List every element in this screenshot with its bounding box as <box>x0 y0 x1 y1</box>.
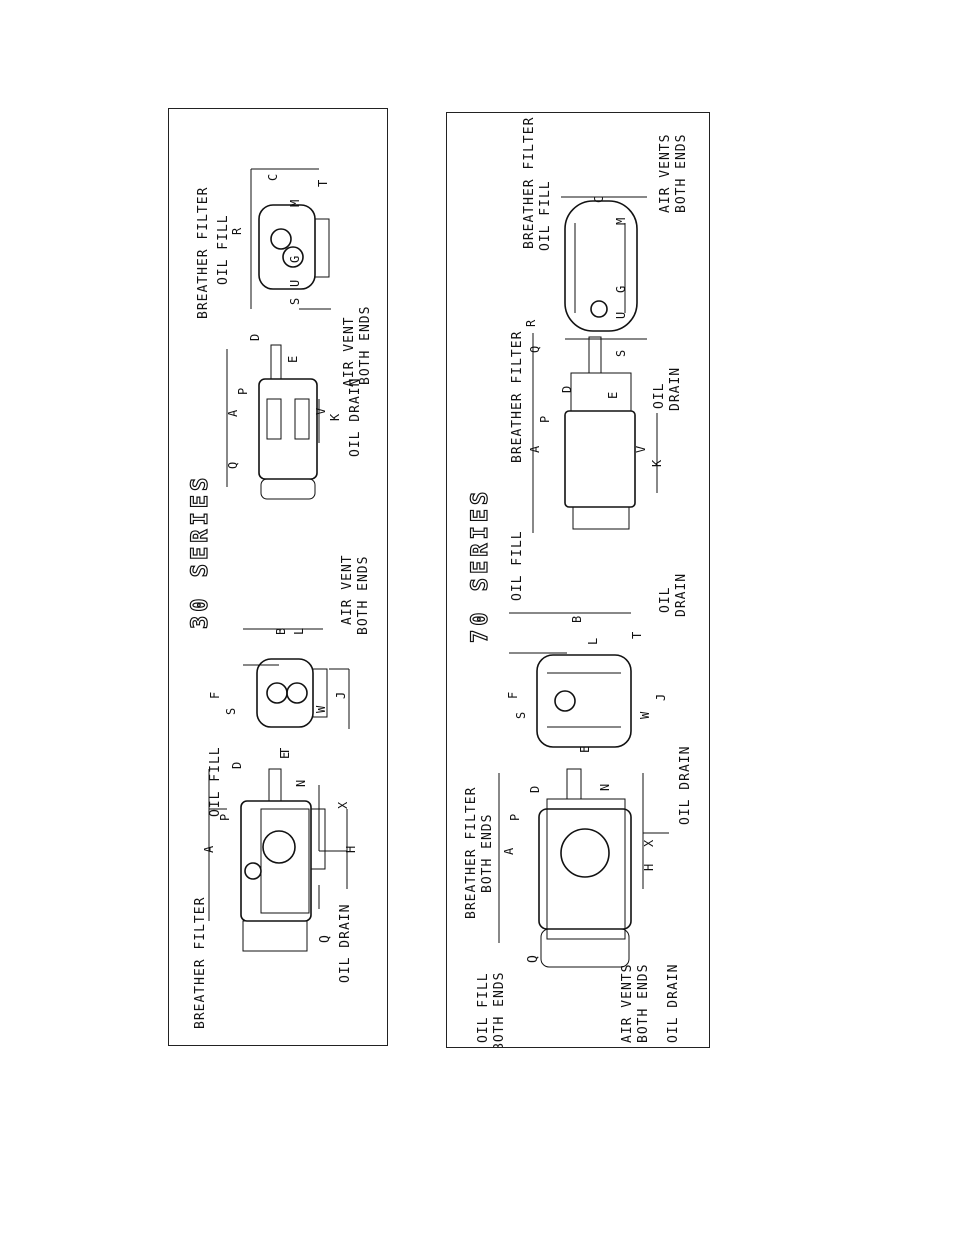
dim-v: V <box>314 408 328 415</box>
breather-filter-label: BREATHER FILTER <box>464 787 479 919</box>
both-ends-label: BOTH ENDS <box>356 556 371 635</box>
dim-j: J <box>654 694 668 701</box>
dim-h: H <box>642 864 656 871</box>
dim-b: B <box>274 628 288 635</box>
air-vent-label-top: AIR VENT <box>342 316 357 387</box>
air-vent-label: AIR VENT <box>340 554 355 625</box>
oil-fill-label: OIL FILL <box>476 972 491 1043</box>
breather-filter-label-end: BREATHER FILTER <box>522 117 537 249</box>
both-ends-label-top: BOTH ENDS <box>358 306 373 385</box>
series-30-drawing: 30 SERIES BREATHER FILTER OIL FILL Q OIL… <box>187 168 373 1029</box>
oil-drain-label: OIL DRAIN <box>338 904 353 983</box>
dim-p: P <box>508 814 522 821</box>
dim-c: C <box>266 174 280 181</box>
series-30-top-view <box>226 344 320 500</box>
dim-s: S <box>514 712 528 719</box>
series-30-title: 30 SERIES <box>188 474 213 629</box>
dim-q-end: Q <box>528 346 542 353</box>
dim-r: R <box>524 319 538 327</box>
oil-fill-label-end: OIL FILL <box>538 180 553 251</box>
dim-c: C <box>592 196 606 203</box>
series-70-top-view <box>532 333 658 533</box>
both-ends-label-1: BOTH ENDS <box>492 972 507 1047</box>
series-70-panel: 70 SERIES OIL FILL BOTH ENDS BREATHER FI… <box>446 112 710 1048</box>
series-70-end-view-2 <box>561 196 647 340</box>
oil-fill-label-top: OIL FILL <box>216 214 231 285</box>
series-30-end-view <box>243 628 350 729</box>
both-ends-label-2: BOTH ENDS <box>480 814 495 893</box>
q-label: Q <box>526 954 541 963</box>
both-ends-label-3: BOTH ENDS <box>636 964 651 1043</box>
dim-a-top: A <box>226 409 240 417</box>
dim-s: S <box>224 708 238 715</box>
dim-g: G <box>614 286 628 293</box>
dim-l: L <box>292 628 306 635</box>
oil-label-c2: OIL <box>658 587 673 613</box>
dim-p-top: P <box>236 388 250 395</box>
dim-r: R <box>230 227 244 235</box>
dim-u: U <box>614 312 628 319</box>
dim-a-top: A <box>528 445 542 453</box>
oil-drain-label-b: OIL DRAIN <box>678 746 693 825</box>
dim-n: N <box>598 784 612 791</box>
dim-p: P <box>218 814 232 821</box>
series-70-end-view <box>509 612 632 748</box>
oil-drain-label-top: OIL DRAIN <box>348 378 363 457</box>
dim-k: K <box>650 459 664 467</box>
series-30-side-view <box>208 768 348 952</box>
dim-a: A <box>202 845 216 853</box>
series-70-title: 70 SERIES <box>468 488 493 643</box>
series-70-side-view <box>498 768 669 968</box>
dim-e-top: E <box>606 392 620 399</box>
q-label: Q <box>318 934 333 943</box>
dim-w: W <box>638 711 652 719</box>
dim-g: G <box>288 256 302 263</box>
dim-b: B <box>570 616 584 623</box>
oil-fill-label-top: OIL FILL <box>510 530 525 601</box>
dim-j: J <box>334 692 348 699</box>
drain-label-c: DRAIN <box>668 367 683 411</box>
dim-d: D <box>230 762 244 769</box>
air-vents-label: AIR VENTS <box>620 964 635 1043</box>
dim-p-top: P <box>538 416 552 423</box>
dim-f: F <box>506 692 520 699</box>
oil-fill-label: OIL FILL <box>208 746 223 817</box>
dim-m: M <box>288 200 302 207</box>
breather-filter-label-top: BREATHER FILTER <box>196 187 211 319</box>
dim-v: V <box>634 446 648 453</box>
both-ends-label-end: BOTH ENDS <box>674 134 689 213</box>
dim-w: W <box>314 705 328 713</box>
oil-label-c: OIL <box>652 383 667 409</box>
dim-t-top: T <box>316 180 330 187</box>
series-30-panel: 30 SERIES BREATHER FILTER OIL FILL Q OIL… <box>168 108 388 1046</box>
breather-filter-label: BREATHER FILTER <box>193 897 208 1029</box>
dim-d: D <box>528 786 542 793</box>
series-70-drawing: 70 SERIES OIL FILL BOTH ENDS BREATHER FI… <box>464 117 693 1047</box>
dim-f: F <box>208 692 222 699</box>
dim-n: N <box>294 780 308 787</box>
air-vents-label-end: AIR VENTS <box>658 134 673 213</box>
dim-d-top: D <box>560 386 574 393</box>
dim-e: E <box>578 746 592 753</box>
dim-e-top: E <box>286 356 300 363</box>
dim-e: E <box>278 752 292 759</box>
dim-u: U <box>288 280 302 287</box>
dim-x: X <box>336 801 350 809</box>
dim-s-top: S <box>288 298 302 305</box>
dim-d-top: D <box>248 334 262 341</box>
series-30-end-view-2 <box>250 168 331 310</box>
dim-x: X <box>642 839 656 847</box>
dim-m: M <box>614 218 628 225</box>
drain-label-c2: DRAIN <box>674 573 689 617</box>
dim-a: A <box>502 847 516 855</box>
dim-t: T <box>630 632 644 639</box>
breather-filter-label-top: BREATHER FILTER <box>510 331 525 463</box>
dim-t: T <box>278 748 292 755</box>
dim-h: H <box>344 846 358 853</box>
oil-drain-label: OIL DRAIN <box>666 964 681 1043</box>
dim-q: Q <box>226 462 240 469</box>
dim-k: K <box>328 413 342 421</box>
dim-l: L <box>586 638 600 645</box>
dim-s-end: S <box>614 350 628 357</box>
